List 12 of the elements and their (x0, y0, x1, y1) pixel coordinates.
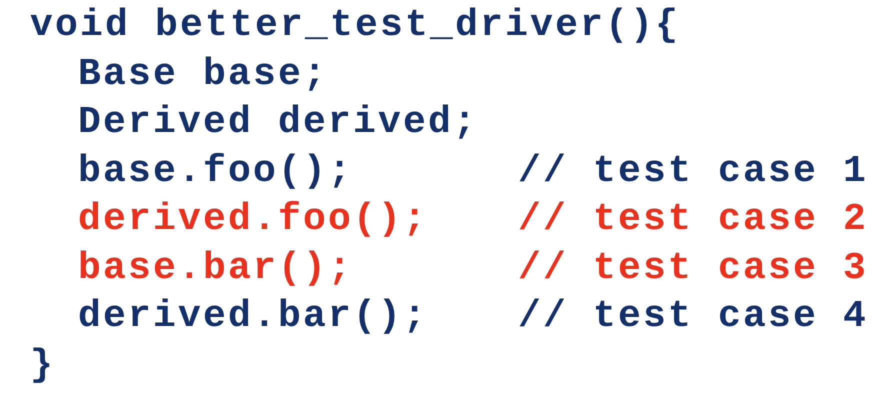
code-line: void better_test_driver(){ (30, 3, 680, 49)
code-line: Derived derived; (78, 100, 478, 146)
code-line: } (30, 342, 56, 388)
code-comment: // test case 3 (518, 246, 868, 292)
code-comment: // test case 2 (518, 197, 868, 243)
code-comment: // test case 1 (518, 148, 868, 194)
code-comment: // test case 4 (518, 294, 868, 340)
code-line: derived.foo(); (78, 197, 428, 243)
code-line: base.bar(); (78, 246, 354, 292)
code-line: base.foo(); (78, 148, 354, 194)
code-line: derived.bar(); (78, 294, 428, 340)
code-line: Base base; (78, 52, 328, 98)
